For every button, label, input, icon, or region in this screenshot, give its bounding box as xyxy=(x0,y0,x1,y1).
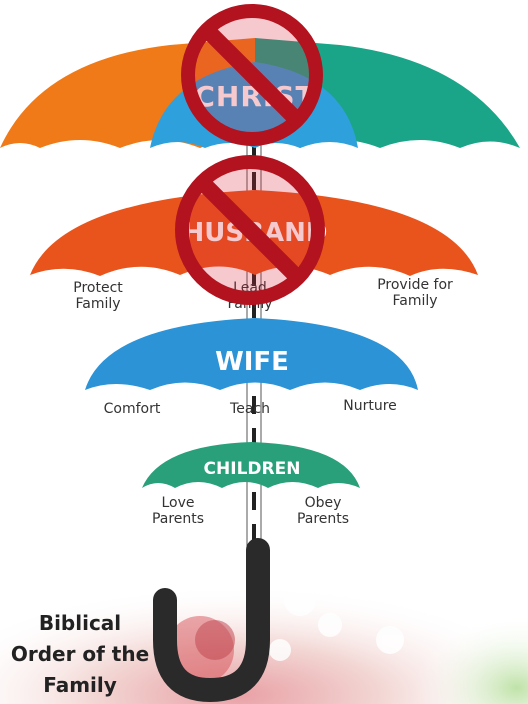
umbrella-wife-title: WIFE xyxy=(215,347,289,377)
umbrella-handle xyxy=(153,538,270,703)
canopy-children xyxy=(142,442,360,488)
umbrella-wife: WIFE Comfort Teach Nurture xyxy=(85,318,418,417)
canopy-christ-middle xyxy=(150,62,358,148)
flower-decoration xyxy=(166,580,429,684)
wife-label-teach: Teach xyxy=(229,401,270,417)
prohibition-icon xyxy=(175,155,325,305)
caption-line-3: Family xyxy=(43,673,117,697)
umbrella-children-title: CHILDREN xyxy=(204,459,301,479)
wife-label-nurture: Nurture xyxy=(343,398,397,414)
diagram-caption: Biblical Order of the Family xyxy=(11,611,149,697)
caption-line-1: Biblical xyxy=(39,611,121,635)
wife-label-comfort: Comfort xyxy=(104,401,161,417)
caption-line-2: Order of the xyxy=(11,642,149,666)
prohibition-icon xyxy=(181,4,323,146)
canopy-wife xyxy=(85,318,418,390)
